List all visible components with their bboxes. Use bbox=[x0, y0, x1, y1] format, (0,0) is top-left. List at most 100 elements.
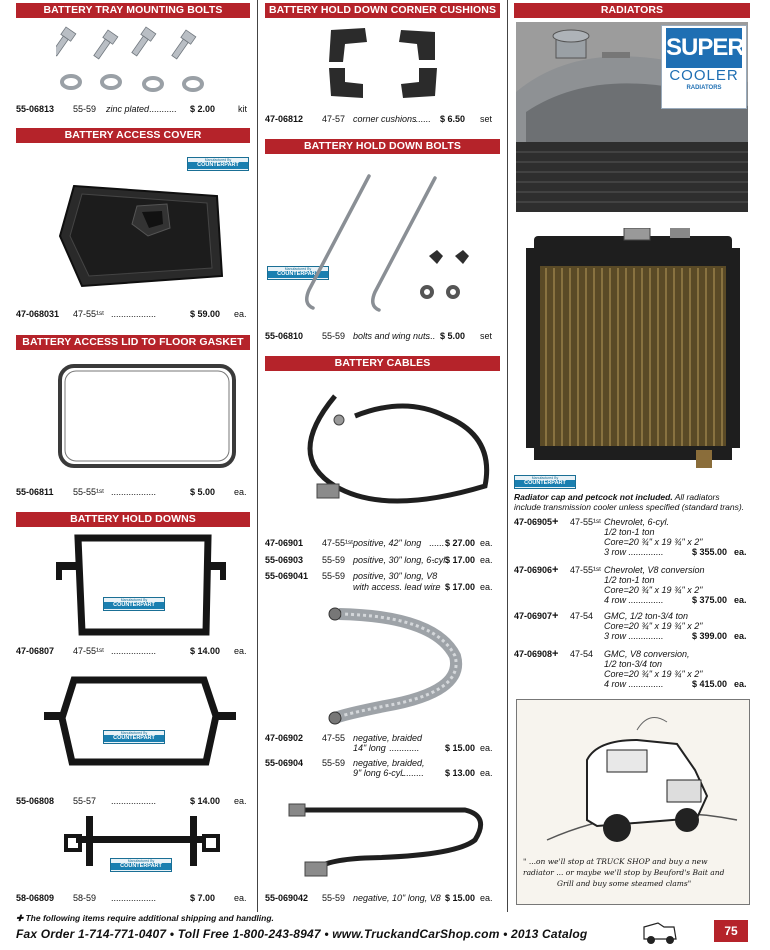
part-number: 47-06908+ bbox=[514, 648, 559, 660]
leader-dots: .. bbox=[432, 555, 438, 565]
part-number: 47-06812 bbox=[265, 114, 304, 124]
hold-down-2-image bbox=[44, 676, 236, 766]
part-number: 55-069041 bbox=[265, 571, 309, 581]
line-3: Core=20 ¾" x 19 ¾" x 2" bbox=[604, 585, 703, 595]
unit: ea. bbox=[234, 487, 247, 497]
years: 55-59 bbox=[322, 571, 346, 581]
line-4: 3 row .............. $ 399.00 ea. bbox=[604, 631, 747, 641]
unit: ea. bbox=[480, 768, 493, 778]
price: $ 14.00 bbox=[190, 796, 221, 806]
years: 55-59 bbox=[322, 331, 346, 341]
unit: ea. bbox=[480, 893, 493, 903]
section-header-access-cover: BATTERY ACCESS COVER bbox=[16, 128, 250, 143]
logo-super: SUPER bbox=[666, 28, 745, 68]
column-1: BATTERY TRAY MOUNTING BOLTS 55-06813 55-… bbox=[16, 0, 250, 912]
leader-dots: .. bbox=[432, 582, 438, 592]
line-2: 1/2 ton-3/4 ton bbox=[604, 659, 663, 669]
unit: ea. bbox=[480, 555, 493, 565]
leader-dots: .... bbox=[425, 331, 436, 341]
description-line-2: 9" long 6-cyl. bbox=[353, 768, 405, 778]
line-1: Chevrolet, 6-cyl. bbox=[604, 517, 670, 527]
years: 58-59 bbox=[73, 893, 97, 903]
line-1: Chevrolet, V8 conversion bbox=[604, 565, 705, 575]
corner-cushions-image bbox=[329, 28, 437, 98]
cartoon-panel: " ...on we'll stop at TRUCK SHOP and buy… bbox=[516, 699, 750, 905]
description: negative, braided, bbox=[353, 758, 425, 768]
price: $ 5.00 bbox=[190, 487, 216, 497]
radiator-item: 47-06908+ 47-54 GMC, V8 conversion, 1/2 … bbox=[514, 649, 750, 693]
line-4: 4 row .............. $ 375.00 ea. bbox=[604, 595, 747, 605]
logo-cooler: COOLER bbox=[669, 67, 739, 84]
line-1: GMC, 1/2 ton-3/4 ton bbox=[604, 611, 689, 621]
years: 47-55¹ˢᵗ bbox=[73, 646, 105, 656]
unit: set bbox=[480, 114, 493, 124]
description: positive, 30" long, V8 bbox=[353, 571, 438, 581]
unit: ea. bbox=[480, 538, 493, 548]
line-3: Core=20 ¾" x 19 ¾" x 2" bbox=[604, 537, 703, 547]
column-3: RADIATORS SUPER COOLER RADIATORS bbox=[514, 0, 750, 912]
radiator-item: 47-06906+ 47-55¹ˢᵗ Chevrolet, V8 convers… bbox=[514, 565, 750, 609]
counterpart-badge: Manufactured By COUNTERPART bbox=[103, 730, 165, 744]
price: $ 17.00 bbox=[445, 555, 476, 565]
price: $ 399.00 bbox=[692, 631, 728, 641]
description-line-2: 14" long bbox=[353, 743, 386, 753]
years: 47-55¹ˢᵗ bbox=[322, 538, 354, 548]
price: $ 355.00 bbox=[692, 547, 728, 557]
unit: ea. bbox=[234, 893, 247, 903]
description: negative, braided bbox=[353, 733, 423, 743]
leader-dots: .................. bbox=[111, 646, 157, 656]
access-cover-image bbox=[58, 184, 224, 288]
description: positive, 30" long, 6-cyl. bbox=[353, 555, 448, 565]
leader-dots: ............ bbox=[389, 743, 420, 753]
section-header-cushions: BATTERY HOLD DOWN CORNER CUSHIONS bbox=[265, 3, 500, 18]
negative-cable-image bbox=[288, 803, 484, 877]
radiator-note: Radiator cap and petcock not included. A… bbox=[514, 492, 746, 512]
years: 55-59 bbox=[322, 893, 346, 903]
section-header-radiators: RADIATORS bbox=[514, 3, 750, 18]
cartoon-truck-illustration bbox=[546, 717, 738, 842]
hold-down-3-image bbox=[64, 816, 220, 866]
part-number: 47-06901 bbox=[265, 538, 304, 548]
price: $ 415.00 bbox=[692, 679, 728, 689]
hold-down-bolts-image bbox=[305, 174, 469, 312]
column-divider-2 bbox=[507, 0, 508, 912]
part-number: 47-06907+ bbox=[514, 610, 559, 622]
shipping-note: ✚ The following items require additional… bbox=[16, 913, 274, 923]
part-number: 47-068031 bbox=[16, 309, 60, 319]
description: corner cushions bbox=[353, 114, 417, 124]
unit: ea. bbox=[734, 595, 747, 605]
price: $ 17.00 bbox=[445, 582, 476, 592]
unit: ea. bbox=[234, 309, 247, 319]
price: $ 7.00 bbox=[190, 893, 216, 903]
price: $ 27.00 bbox=[445, 538, 476, 548]
price: $ 15.00 bbox=[445, 893, 476, 903]
price: $ 2.00 bbox=[190, 104, 216, 114]
part-number: 47-06906+ bbox=[514, 564, 559, 576]
part-number: 58-06809 bbox=[16, 893, 55, 903]
unit: ea. bbox=[234, 796, 247, 806]
counterpart-badge: Manufactured By COUNTERPART bbox=[187, 157, 249, 171]
leader-dots: .................. bbox=[111, 309, 157, 319]
unit: ea. bbox=[234, 646, 247, 656]
unit: kit bbox=[238, 104, 247, 114]
logo-radiators: RADIATORS bbox=[686, 85, 722, 91]
unit: ea. bbox=[734, 631, 747, 641]
part-number: 55-06810 bbox=[265, 331, 304, 341]
part-number: 47-06902 bbox=[265, 733, 304, 743]
counterpart-badge: Manufactured By COUNTERPART bbox=[514, 475, 576, 489]
section-header-hold-downs: BATTERY HOLD DOWNS bbox=[16, 512, 250, 527]
part-number: 55-06808 bbox=[16, 796, 55, 806]
years: 47-55¹ˢᵗ bbox=[73, 309, 105, 319]
gasket-image bbox=[58, 364, 236, 468]
years: 47-55¹ˢᵗ bbox=[570, 517, 602, 527]
leader-dots: .................. bbox=[111, 893, 157, 903]
price: $ 375.00 bbox=[692, 595, 728, 605]
part-number: 55-06904 bbox=[265, 758, 304, 768]
unit: ea. bbox=[734, 547, 747, 557]
years: 47-54 bbox=[570, 611, 594, 621]
column-2: BATTERY HOLD DOWN CORNER CUSHIONS 47-068… bbox=[265, 0, 500, 912]
price: $ 13.00 bbox=[445, 768, 476, 778]
years: 55-59 bbox=[322, 758, 346, 768]
radiator-item: 47-06907+ 47-54 GMC, 1/2 ton-3/4 ton Cor… bbox=[514, 611, 750, 645]
leader-dots: ....... bbox=[413, 114, 431, 124]
